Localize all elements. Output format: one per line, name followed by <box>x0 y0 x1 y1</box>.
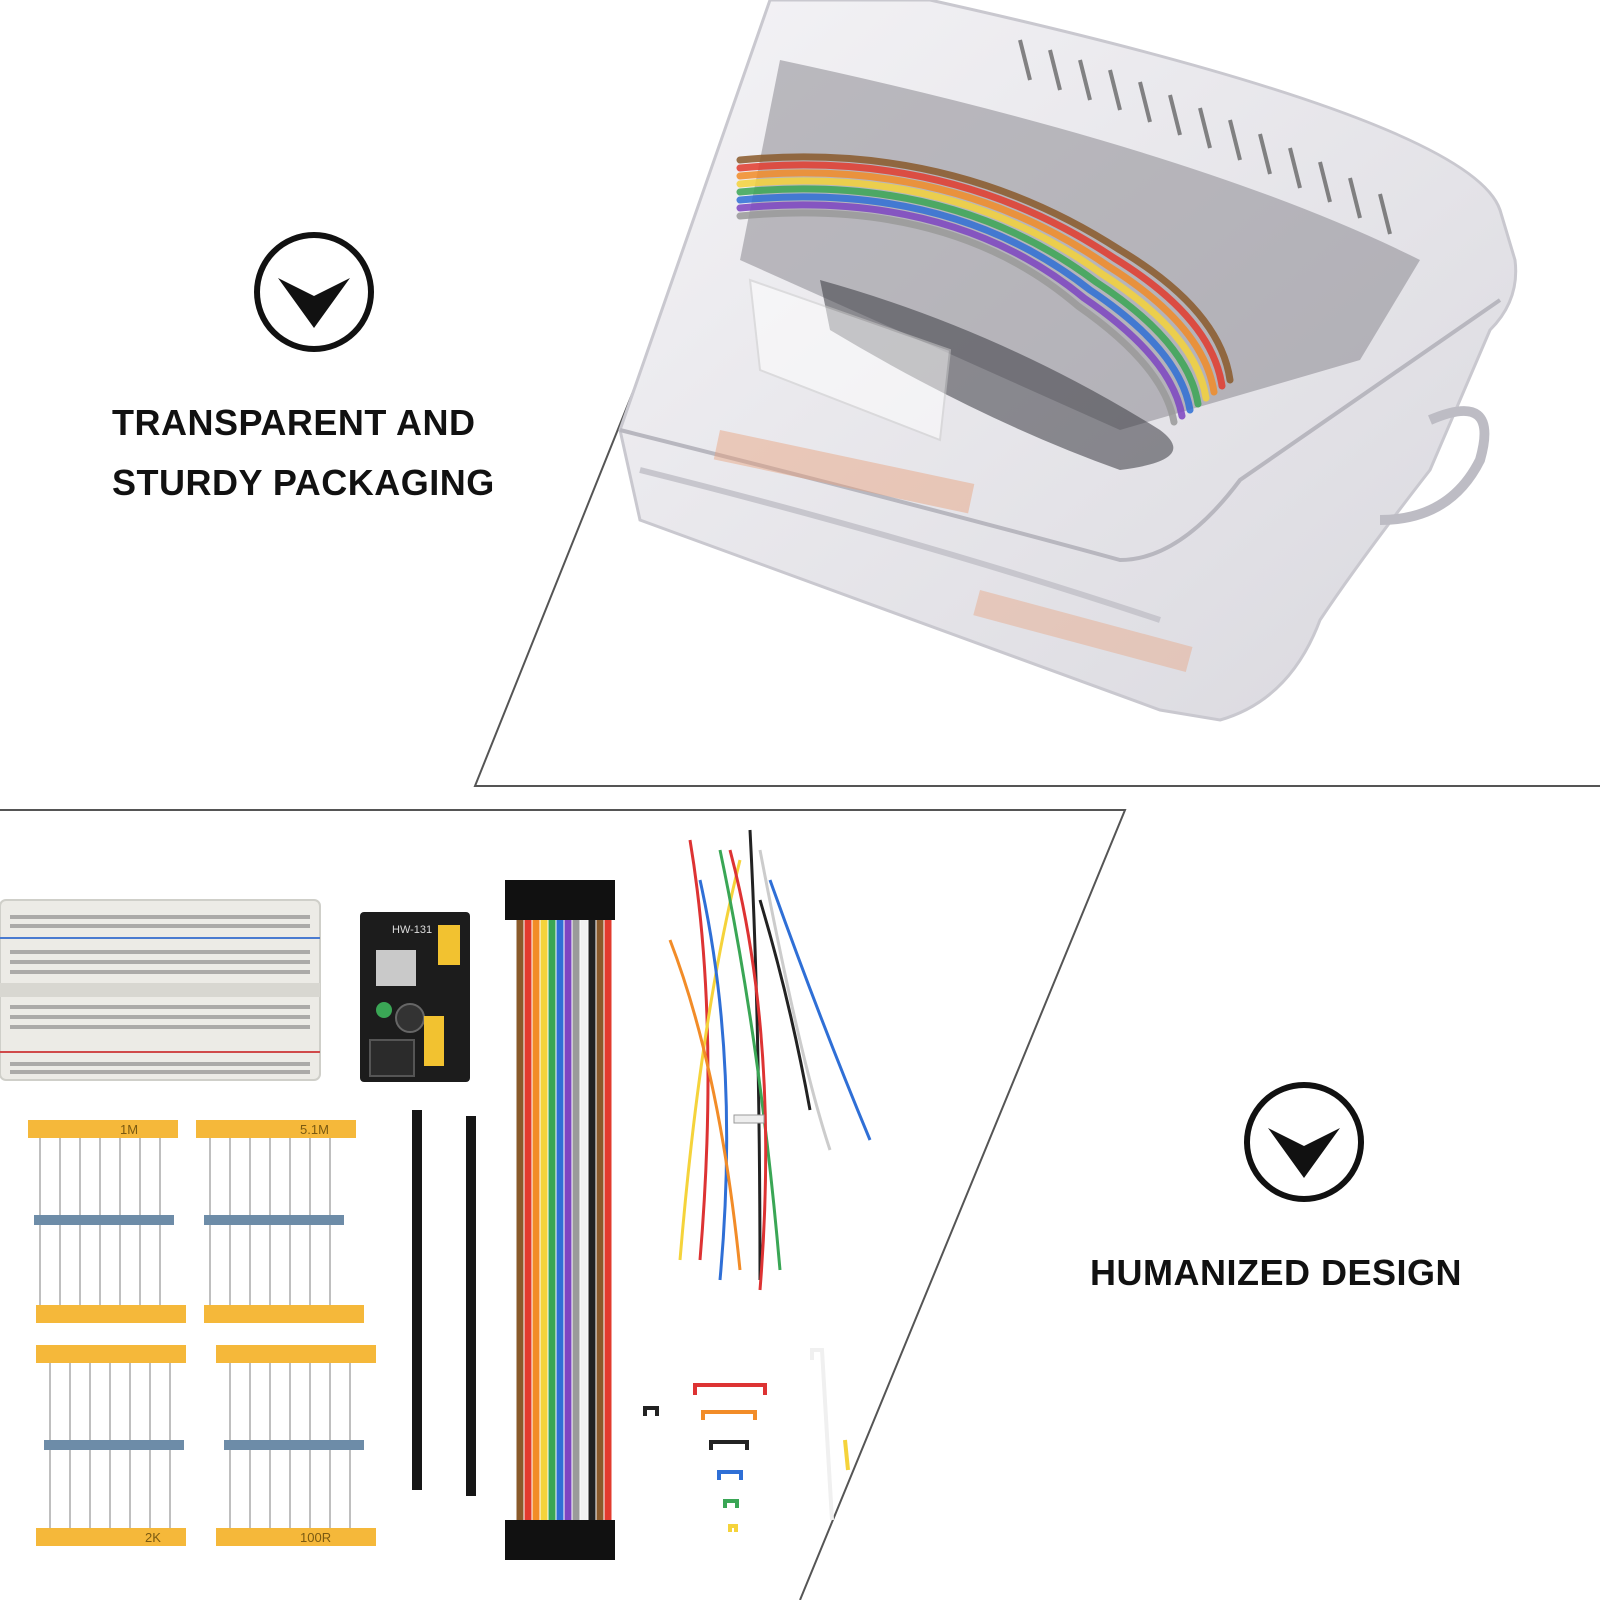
resistor-tape-label: 1M <box>120 1122 138 1137</box>
chevron-down-circle-icon <box>252 230 376 354</box>
breadboard <box>0 899 321 1081</box>
resistor-tapes: 1M 5.1M 2K 100R <box>28 1120 376 1546</box>
dupont-ribbon-cable <box>516 910 612 1540</box>
power-module: HW-131 <box>360 912 470 1082</box>
kit-components-photo: HW-131 <box>0 820 900 1600</box>
power-module-label: HW-131 <box>392 924 432 936</box>
resistor-tape-label: 2K <box>145 1530 161 1545</box>
headline-line: HUMANIZED DESIGN <box>1090 1252 1463 1293</box>
headline-line: TRANSPARENT AND <box>112 402 476 443</box>
resistor-tape-label: 100R <box>300 1530 331 1545</box>
chevron-down-circle-icon <box>1242 1080 1366 1204</box>
preformed-jumpers <box>643 1348 850 1532</box>
resistor-tape-label: 5.1M <box>300 1122 329 1137</box>
jumper-wire-bundle <box>668 829 872 1291</box>
design-headline: HUMANIZED DESIGN <box>1090 1243 1462 1303</box>
storage-box-photo <box>600 0 1600 786</box>
packaging-headline: TRANSPARENT AND STURDY PACKAGING <box>112 393 495 513</box>
headline-line: STURDY PACKAGING <box>112 462 495 503</box>
